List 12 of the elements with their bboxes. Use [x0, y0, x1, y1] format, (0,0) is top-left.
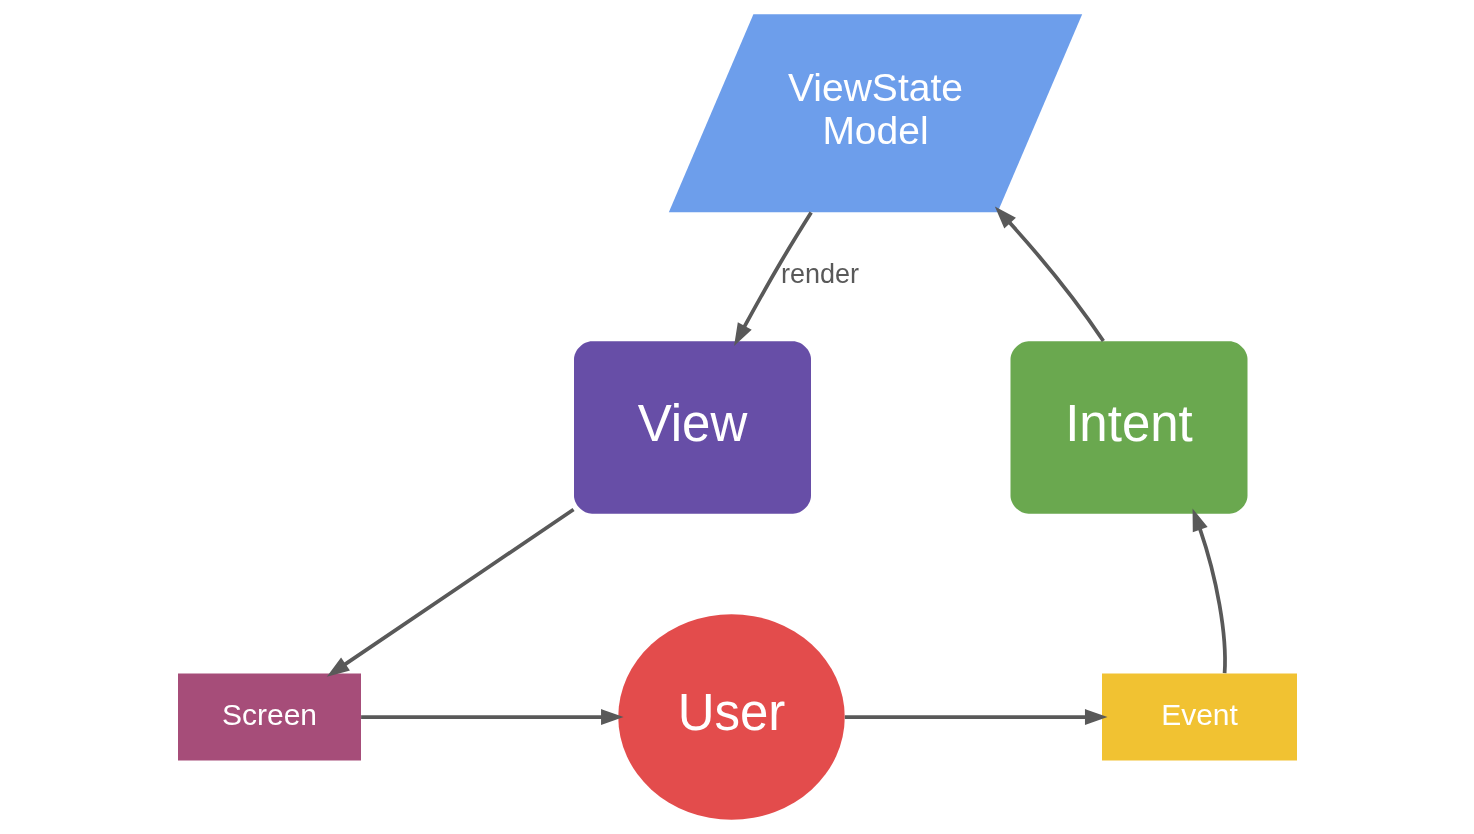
arrow [844, 709, 1107, 725]
node-box: Intent [1010, 341, 1247, 514]
arrow [326, 508, 575, 677]
node-circle: User [617, 614, 845, 820]
arrow [360, 709, 624, 725]
edge-label: render [780, 259, 859, 290]
node-box: View [573, 341, 811, 514]
arrow [1192, 508, 1227, 674]
node-box: Event [1101, 673, 1297, 761]
arrow [994, 206, 1105, 342]
node-box: Screen [177, 673, 361, 761]
arrow [733, 211, 813, 346]
